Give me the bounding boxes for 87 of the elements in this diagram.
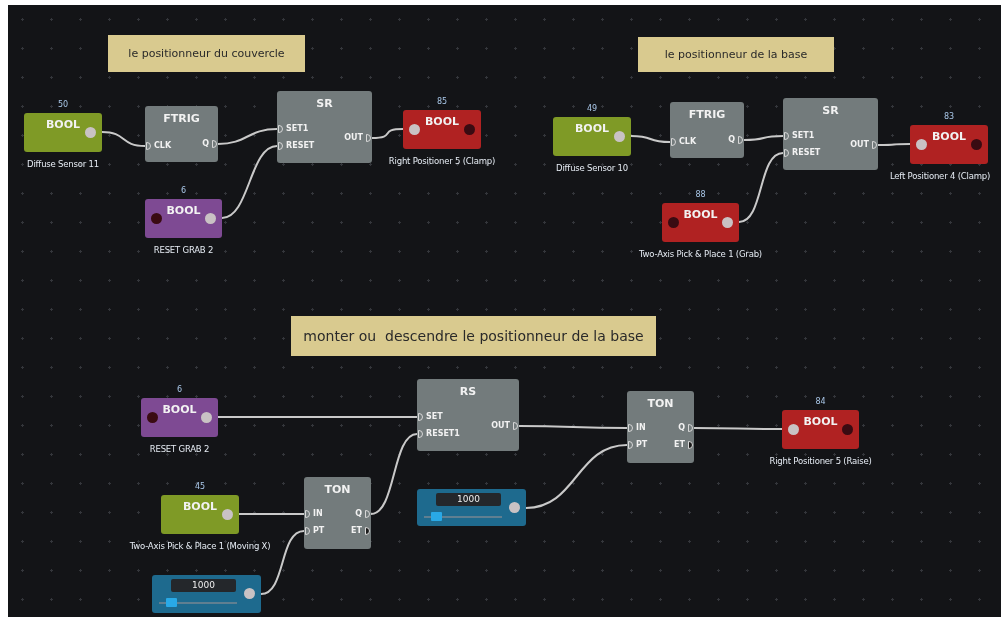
tag-number: 45 [194,482,206,491]
tag-name: Two-Axis Pick & Place 1 (Grab) [638,249,763,259]
block-title: FTRIG [687,108,727,121]
value-field: 1000 [171,579,236,592]
tag-name: Two-Axis Pick & Place 1 (Moving X) [128,541,272,551]
block-title: BOOL [423,115,461,128]
port-label: PT [636,440,648,450]
port-label: SET1 [286,124,309,134]
port-label: ET [674,440,685,450]
wire [738,152,784,223]
port-label: IN [313,509,323,519]
tag-name: RESET GRAB 2 [148,444,211,454]
block-title: BOOL [802,415,839,428]
slider-block [152,575,261,613]
port-label: IN [636,423,646,433]
block-title: BOOL [930,130,968,143]
function-block [783,98,878,170]
wire [743,135,784,141]
port-label: SET [426,412,443,422]
wire [217,128,278,145]
tag-number: 6 [176,385,183,394]
tag-number: 84 [814,397,827,406]
block-title: BOOL [181,500,219,513]
note-box [638,37,834,72]
block-title: BOOL [161,403,198,416]
port-label: Q [202,139,209,149]
note-box [291,316,656,356]
block-title: BOOL [44,118,82,131]
tag-name: Right Positioner 5 (Clamp) [387,156,497,166]
tag-number: 49 [586,104,598,113]
port-label: RESET1 [426,429,460,439]
port-label: OUT [491,421,510,431]
block-title: SR [821,104,840,117]
wire [217,416,418,418]
tag-name: Diffuse Sensor 10 [555,163,629,173]
block-title: TON [323,483,352,496]
tag-number: 50 [57,100,69,109]
port-label: PT [313,526,325,536]
port-label: RESET [792,148,821,158]
wire [693,427,783,430]
note-text: le positionneur de la base [664,48,808,61]
wire [518,425,628,429]
tag-name: RESET GRAB 2 [152,245,215,255]
wire [877,143,911,146]
note-text: monter ou descendre le positionneur de la base [303,328,644,344]
wire [525,444,628,509]
tag-number: 85 [436,97,448,106]
function-block [145,106,218,162]
value-field: 1000 [436,493,501,506]
function-block [627,391,694,463]
port-label: ET [351,526,362,536]
wire [371,128,404,139]
wire [630,135,671,143]
port-label: OUT [344,133,363,143]
wire [370,433,418,515]
slider-block [417,489,526,526]
tag-name: Left Positioner 4 (Clamp) [888,171,992,181]
wire [221,145,278,219]
port-label: Q [355,509,362,519]
tag-name: Right Positioner 5 (Raise) [768,456,873,466]
port-label: OUT [850,140,869,150]
wire [101,131,146,147]
function-block [670,102,744,158]
wire [238,513,305,515]
function-block [417,379,519,451]
port-label: Q [728,135,735,145]
port-label: RESET [286,141,315,151]
block-title: SR [315,97,334,110]
port-label: CLK [154,141,172,151]
tag-number: 83 [943,112,955,121]
tag-number: 6 [180,186,187,195]
note-text: le positionneur du couvercle [128,47,285,60]
block-title: RS [458,385,478,398]
block-title: FTRIG [162,112,201,125]
note-box [108,35,305,72]
port-label: SET1 [792,131,815,141]
block-title: BOOL [682,208,719,221]
block-title: TON [646,397,675,410]
wire [260,530,305,595]
function-block [277,91,372,163]
block-title: BOOL [573,122,611,135]
port-label: Q [678,423,685,433]
tag-name: Diffuse Sensor 11 [26,159,100,169]
port-label: CLK [679,137,697,147]
function-block [304,477,371,549]
tag-number: 88 [694,190,707,199]
block-title: BOOL [165,204,202,217]
